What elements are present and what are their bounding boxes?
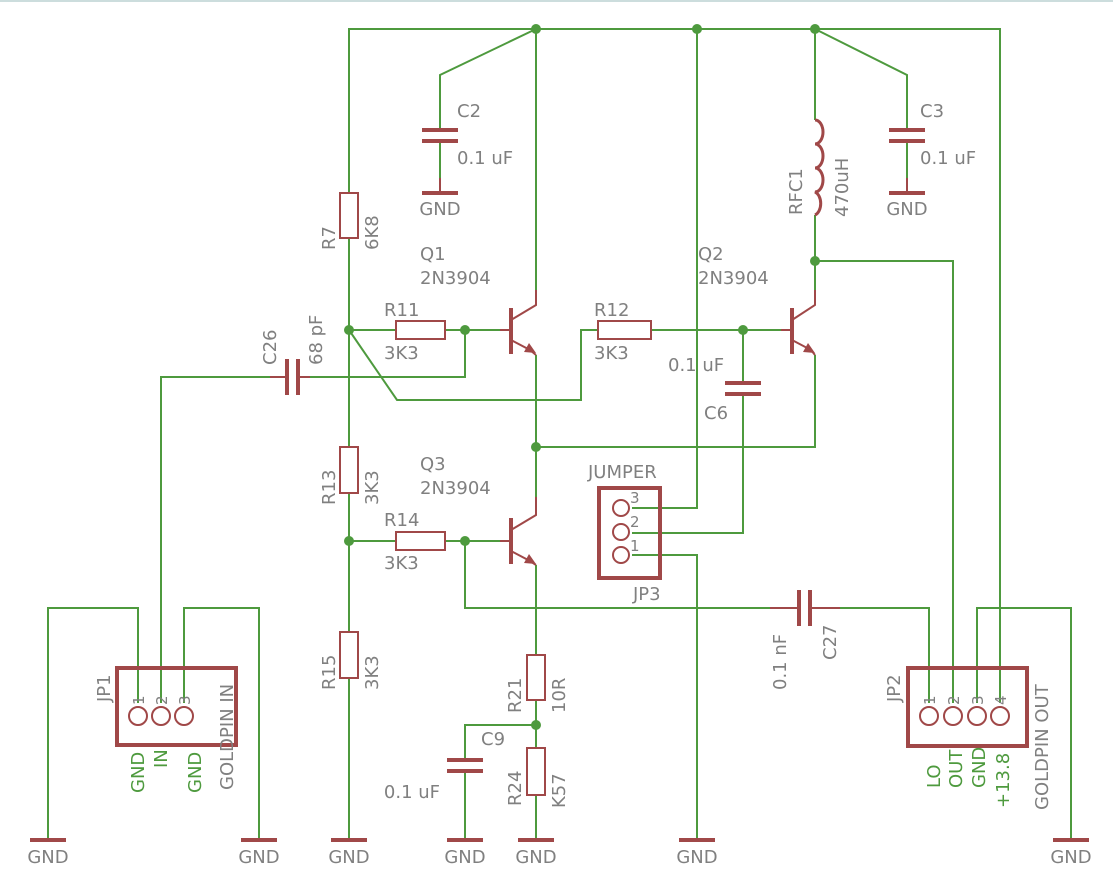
jp3-pin-1: 1 <box>630 537 640 555</box>
connector-jp1[interactable] <box>115 666 238 747</box>
gnd-label: GND <box>328 847 369 868</box>
r13-name: R13 <box>319 470 340 505</box>
gnd-label: GND <box>515 847 556 868</box>
transistor-q2 <box>781 290 816 356</box>
capacitor-symbols <box>270 128 925 773</box>
resistor-symbols <box>339 192 652 796</box>
c26-value: 68 pF <box>306 315 327 365</box>
q1-value: 2N3904 <box>420 268 491 289</box>
rfc1-value: 470uH <box>832 158 853 217</box>
q3-value: 2N3904 <box>420 478 491 499</box>
gnd-label: GND <box>444 847 485 868</box>
jp1-value: GOLDPIN IN <box>217 684 238 790</box>
r15-name: R15 <box>319 655 340 690</box>
gnd-label: GND <box>238 847 279 868</box>
gnd-label: GND <box>1050 847 1091 868</box>
r11-name: R11 <box>384 300 419 321</box>
c27-value: 0.1 nF <box>770 634 791 690</box>
jp2-net-4: +13.8 <box>993 753 1014 808</box>
jp2-pin-4: 4 <box>992 695 1010 705</box>
c3-value: 0.1 uF <box>920 148 976 169</box>
jp1-name: JP1 <box>94 674 115 703</box>
gnd-label: GND <box>676 847 717 868</box>
c6-name: C6 <box>704 403 728 424</box>
rfc1-name: RFC1 <box>786 168 807 215</box>
gnd-label: GND <box>886 199 927 220</box>
r21-value: 10R <box>549 678 570 713</box>
gnd-label: GND <box>419 199 460 220</box>
jp1-pin-1: 1 <box>130 695 148 705</box>
jp1-pin-3: 3 <box>176 695 194 705</box>
r21-name: R21 <box>505 678 526 713</box>
jp1-net-3: GND <box>185 752 206 793</box>
wires <box>47 28 1072 840</box>
r14-name: R14 <box>384 510 419 531</box>
connector-jp3[interactable] <box>597 486 662 580</box>
jp1-net-2: IN <box>151 749 172 768</box>
jp2-net-2: OUT <box>946 749 967 788</box>
gnd-symbols <box>30 178 1089 842</box>
jp2-pin-2: 2 <box>945 695 963 705</box>
c9-value: 0.1 uF <box>384 782 440 803</box>
c3-name: C3 <box>920 101 944 122</box>
jp1-pin-2: 2 <box>153 695 171 705</box>
jp2-net-1: LO <box>924 764 945 788</box>
gnd-label: GND <box>27 847 68 868</box>
q3-name: Q3 <box>420 454 446 475</box>
r24-name: R24 <box>505 771 526 806</box>
jp2-net-3: GND <box>969 747 990 788</box>
r24-value: K57 <box>549 773 570 808</box>
jp2-name: JP2 <box>884 674 905 703</box>
r12-name: R12 <box>594 300 629 321</box>
r15-value: 3K3 <box>362 655 383 690</box>
q1-name: Q1 <box>420 244 446 265</box>
jp1-net-1: GND <box>128 752 149 793</box>
jp3-pin-2: 2 <box>630 513 640 531</box>
connector-jp2[interactable] <box>906 666 1029 748</box>
r13-value: 3K3 <box>362 470 383 505</box>
q2-value: 2N3904 <box>698 268 769 289</box>
jp3-name: JP3 <box>632 584 661 605</box>
inductor-symbol <box>814 118 825 217</box>
junctions <box>344 24 820 730</box>
c2-value: 0.1 uF <box>457 148 513 169</box>
c2-name: C2 <box>457 101 481 122</box>
jp3-pin-3: 3 <box>630 489 640 507</box>
c6-value: 0.1 uF <box>668 355 724 376</box>
transistor-q1 <box>500 290 537 356</box>
jp3-value: JUMPER <box>587 462 657 483</box>
q2-name: Q2 <box>698 244 724 265</box>
c27-name: C27 <box>820 625 841 660</box>
jp2-pin-3: 3 <box>969 695 987 705</box>
r11-value: 3K3 <box>384 343 419 364</box>
r7-value: 6K8 <box>362 215 383 250</box>
jp2-pin-1: 1 <box>921 695 939 705</box>
c9-name: C9 <box>481 729 505 750</box>
r12-value: 3K3 <box>594 343 629 364</box>
jp2-value: GOLDPIN OUT <box>1032 683 1053 810</box>
r14-value: 3K3 <box>384 553 419 574</box>
transistor-q3 <box>500 497 537 566</box>
c26-name: C26 <box>260 330 281 365</box>
r7-name: R7 <box>319 226 340 250</box>
